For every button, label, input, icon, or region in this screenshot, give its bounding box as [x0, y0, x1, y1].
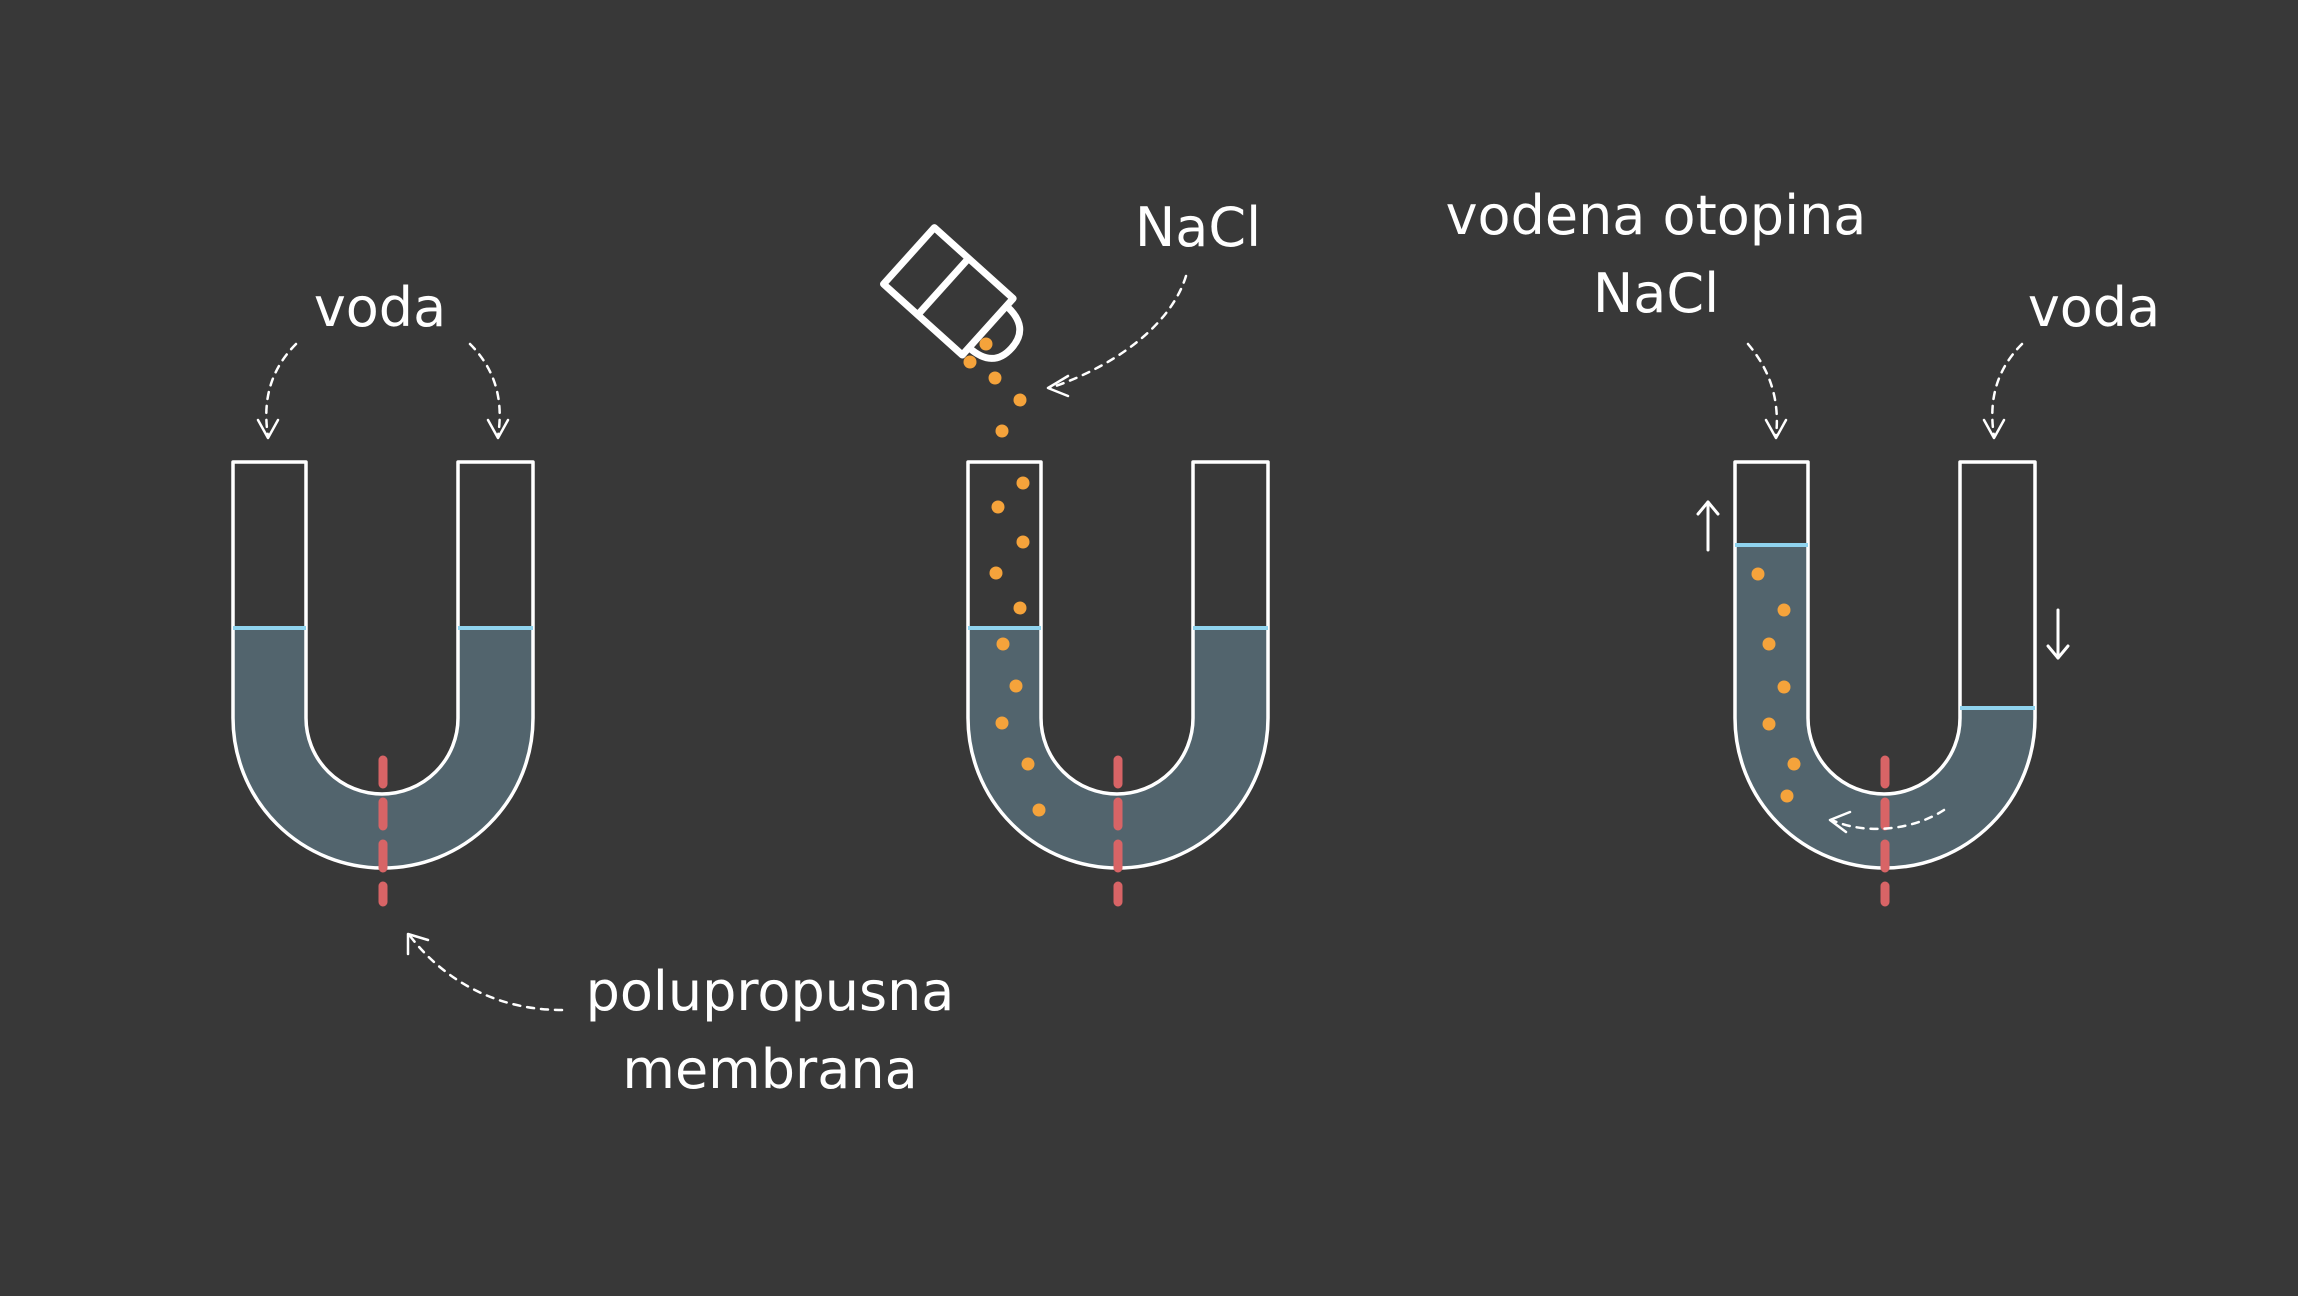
salt-particle	[1777, 680, 1791, 694]
tube-2-outline	[966, 460, 1270, 870]
tube-2-salt-particles	[989, 476, 1046, 817]
salt-particle	[1762, 637, 1776, 651]
arrow-water-flow-through-membrane	[1828, 808, 1946, 834]
tube-1-outline	[231, 460, 535, 870]
label-solution-line-1: vodena otopina	[1446, 184, 1867, 247]
u-tube-3	[1733, 460, 2037, 907]
salt-particle	[989, 566, 1003, 580]
label-water-tube-1: voda	[314, 276, 446, 339]
arrow-water-to-left-arm-1	[256, 342, 298, 440]
salt-particle	[1751, 567, 1765, 581]
label-solution-line-2: NaCl	[1593, 262, 1719, 325]
tube-1-fluid	[233, 628, 533, 868]
salt-particle	[995, 424, 1009, 438]
salt-particle	[996, 637, 1010, 651]
label-water-tube-3: voda	[2028, 276, 2160, 339]
salt-particle	[1032, 803, 1046, 817]
falling-salt-particles	[963, 337, 1027, 438]
label-membrane-line-1: polupropusna	[586, 960, 955, 1023]
tube-3-salt-particles	[1751, 567, 1801, 803]
tube-2-fluid	[968, 628, 1268, 868]
label-membrane-line-2: membrana	[622, 1038, 917, 1101]
salt-particle	[963, 355, 977, 369]
u-tube-1	[231, 460, 535, 907]
salt-particle	[1777, 603, 1791, 617]
salt-particle	[1787, 757, 1801, 771]
salt-particle	[1009, 679, 1023, 693]
arrow-down-icon	[2046, 608, 2070, 660]
salt-shaker-icon	[880, 224, 1024, 362]
arrow-to-membrane	[406, 932, 564, 1012]
arrow-water-to-right-arm-3	[1982, 342, 2024, 440]
label-salt: NaCl	[1135, 196, 1261, 259]
salt-particle	[1780, 789, 1794, 803]
salt-particle	[1013, 601, 1027, 615]
arrow-water-to-right-arm-1	[468, 342, 510, 440]
salt-particle	[1016, 476, 1030, 490]
salt-particle	[988, 371, 1002, 385]
salt-particle	[1762, 717, 1776, 731]
salt-particle	[995, 716, 1009, 730]
salt-particle	[1016, 535, 1030, 549]
arrow-up-icon	[1696, 500, 1720, 552]
salt-particle	[979, 337, 993, 351]
salt-particle	[991, 500, 1005, 514]
salt-particle	[1021, 757, 1035, 771]
arrow-solution-to-left-arm-3	[1746, 342, 1788, 440]
salt-particle	[1013, 393, 1027, 407]
tube-3-outline	[1733, 460, 2037, 870]
arrow-salt-to-tube	[1046, 274, 1188, 398]
tube-3-fluid	[1735, 545, 2035, 868]
